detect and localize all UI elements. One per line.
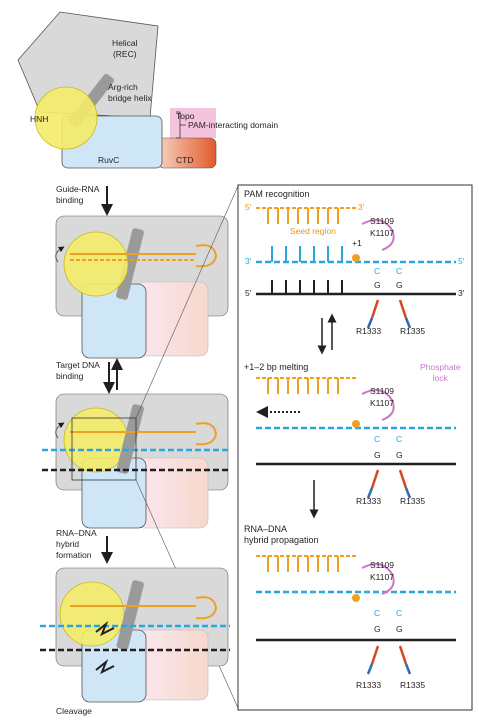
r1333-label-1: R1333 bbox=[356, 326, 382, 336]
step-rna-dna-hybrid: RNA–DNA hybrid formation bbox=[56, 528, 97, 560]
helical-rec-label: Helical (REC) bbox=[112, 38, 138, 59]
panel-title-hybrid-propagation: RNA–DNA hybrid propagation bbox=[244, 524, 319, 545]
panel-melting bbox=[256, 377, 456, 499]
panel-title-melting: +1–2 bp melting bbox=[244, 362, 309, 372]
base-g-1a: G bbox=[374, 280, 381, 290]
domain-schematic bbox=[17, 11, 217, 169]
s1109-label-1: S1109 bbox=[370, 216, 394, 226]
r1333-label-2: R1333 bbox=[356, 496, 382, 506]
hnh-domain bbox=[34, 86, 98, 150]
base-c-2a: C bbox=[374, 434, 381, 444]
rna-5prime: 5′ bbox=[245, 202, 252, 212]
base-g-3a: G bbox=[374, 624, 381, 634]
target-3prime-1: 3′ bbox=[245, 256, 252, 266]
detail-panel-frame bbox=[237, 184, 473, 711]
step-target-dna-binding: Target DNA binding bbox=[56, 360, 100, 381]
ctd-label: CTD bbox=[176, 155, 194, 165]
plus1-label: +1 bbox=[352, 238, 362, 248]
topo-label: Topo bbox=[176, 111, 195, 121]
base-g-2a: G bbox=[374, 450, 381, 460]
pam-interacting-domain-label: PAM-interacting domain bbox=[188, 120, 279, 130]
seed-region-label: Seed region bbox=[290, 226, 336, 236]
s1109-label-3: S1109 bbox=[370, 560, 394, 570]
topo-domain bbox=[170, 108, 216, 138]
step-guide-rna-binding: Guide-RNA binding bbox=[56, 184, 100, 205]
base-c-3a: C bbox=[374, 608, 381, 618]
base-c-2b: C bbox=[396, 434, 403, 444]
panel-pam-recognition bbox=[256, 207, 456, 329]
r1333-label-3: R1333 bbox=[356, 680, 382, 690]
k1107-label-3: K1107 bbox=[370, 572, 394, 582]
s1109-label-2: S1109 bbox=[370, 386, 394, 396]
base-c-3b: C bbox=[396, 608, 403, 618]
panel-hybrid-propagation bbox=[256, 555, 456, 675]
base-g-3b: G bbox=[396, 624, 403, 634]
state-target-bound bbox=[42, 185, 239, 709]
nontarget-3prime-1: 3′ bbox=[458, 288, 465, 298]
pam-domain-bracket bbox=[176, 111, 186, 139]
base-g-2b: G bbox=[396, 450, 403, 460]
r1335-label-3: R1335 bbox=[400, 680, 426, 690]
rna-3prime: 3′ bbox=[358, 202, 365, 212]
base-c-1a: C bbox=[374, 266, 381, 276]
phosphate-lock-label: Phosphate lock bbox=[420, 362, 461, 383]
base-g-1b: G bbox=[396, 280, 403, 290]
k1107-label-2: K1107 bbox=[370, 398, 394, 408]
r1335-label-1: R1335 bbox=[400, 326, 426, 336]
base-c-1b: C bbox=[396, 266, 403, 276]
k1107-label-1: K1107 bbox=[370, 228, 394, 238]
state-guide-bound bbox=[55, 215, 229, 359]
state-cleavage bbox=[40, 567, 230, 703]
hnh-label: HNH bbox=[30, 114, 49, 124]
r1335-label-2: R1335 bbox=[400, 496, 426, 506]
step-cleavage: Cleavage bbox=[56, 706, 92, 716]
target-5prime-1: 5′ bbox=[458, 256, 465, 266]
arg-rich-bridge-helix-label: Arg-rich bridge helix bbox=[108, 82, 152, 103]
ruvc-label: RuvC bbox=[98, 155, 120, 165]
nontarget-5prime-1: 5′ bbox=[245, 288, 252, 298]
panel-title-pam-recognition: PAM recognition bbox=[244, 189, 310, 199]
